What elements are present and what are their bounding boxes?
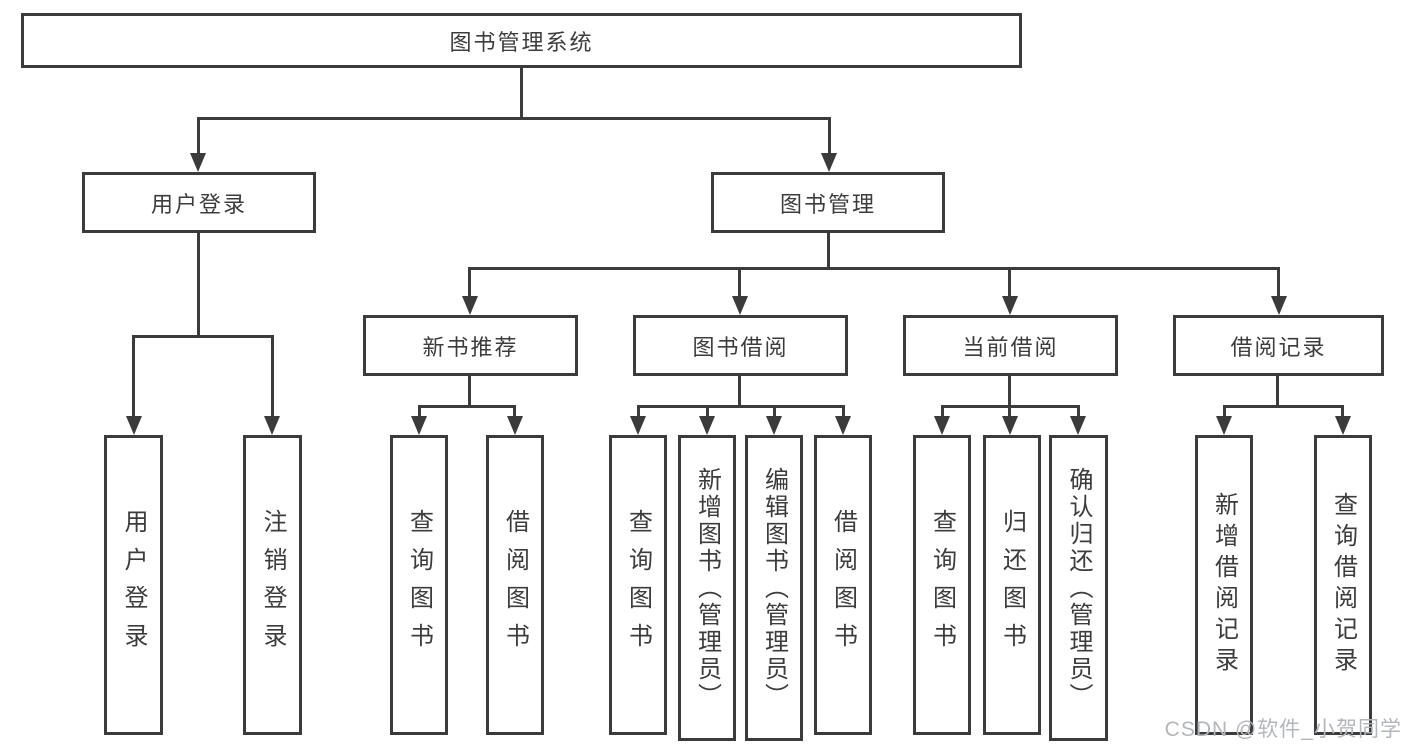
arrowhead — [1335, 416, 1351, 435]
line — [468, 267, 471, 296]
leaf-borrow-borrow: 借阅图书 — [814, 435, 872, 735]
node-book-management: 图书管理 — [711, 172, 945, 233]
leaf-newbook-borrow-label: 借阅图书 — [501, 509, 529, 661]
arrowhead — [411, 416, 427, 435]
leaf-user-login-label: 用户登录 — [120, 509, 147, 661]
line — [132, 335, 135, 417]
line — [520, 68, 523, 118]
node-root-library-system: 图书管理系统 — [21, 13, 1022, 68]
leaf-record-query-label: 查询借阅记录 — [1329, 492, 1357, 678]
line — [706, 405, 709, 416]
arrowhead — [630, 416, 646, 435]
leaf-current-confirm-admin: 确认归还（管理员） — [1049, 435, 1108, 741]
line — [738, 267, 741, 296]
line — [468, 376, 471, 407]
node-new-book-recommend-label: 新书推荐 — [422, 334, 519, 360]
leaf-current-return: 归还图书 — [983, 435, 1041, 735]
line — [842, 405, 845, 416]
node-current-borrow-label: 当前借阅 — [962, 334, 1059, 360]
line — [418, 405, 516, 408]
leaf-current-confirm-admin-label: 确认归还（管理员） — [1065, 466, 1092, 710]
line — [197, 117, 831, 120]
node-user-login: 用户登录 — [82, 172, 316, 233]
line — [827, 233, 830, 270]
node-book-borrow-label: 图书借阅 — [692, 334, 789, 360]
line — [1341, 405, 1344, 416]
node-current-borrow: 当前借阅 — [903, 315, 1118, 376]
arrowhead — [190, 153, 206, 172]
line — [1008, 267, 1011, 296]
line — [1008, 376, 1011, 407]
leaf-newbook-query: 查询图书 — [390, 435, 448, 735]
leaf-logout: 注销登录 — [243, 435, 302, 735]
leaf-borrow-add-admin: 新增图书（管理员） — [678, 435, 736, 741]
line — [1223, 405, 1226, 416]
arrowhead — [507, 416, 523, 435]
arrowhead — [1216, 416, 1232, 435]
arrowhead — [699, 416, 715, 435]
line — [637, 405, 844, 408]
line — [828, 117, 831, 154]
arrowhead — [821, 153, 837, 172]
leaf-borrow-edit-admin-label: 编辑图书（管理员） — [760, 466, 788, 710]
leaf-borrow-query-label: 查询图书 — [624, 509, 652, 661]
leaf-borrow-borrow-label: 借阅图书 — [829, 509, 857, 661]
node-borrow-records-label: 借阅记录 — [1230, 334, 1327, 360]
line — [197, 233, 200, 337]
line — [469, 267, 1280, 270]
leaf-newbook-query-label: 查询图书 — [405, 509, 433, 661]
line — [941, 405, 944, 416]
arrowhead — [1271, 296, 1287, 315]
arrowhead — [462, 296, 478, 315]
leaf-borrow-edit-admin: 编辑图书（管理员） — [745, 435, 803, 741]
arrowhead — [732, 296, 748, 315]
arrowhead — [1002, 296, 1018, 315]
leaf-user-login: 用户登录 — [104, 435, 163, 735]
line — [1276, 376, 1279, 407]
line — [513, 405, 516, 416]
line — [1277, 267, 1280, 296]
leaf-current-return-label: 归还图书 — [998, 509, 1026, 661]
leaf-current-query: 查询图书 — [913, 435, 971, 735]
leaf-logout-label: 注销登录 — [259, 509, 286, 661]
leaf-current-query-label: 查询图书 — [928, 509, 956, 661]
line — [418, 405, 421, 416]
arrowhead — [264, 416, 280, 435]
line — [1223, 405, 1344, 408]
leaf-record-add: 新增借阅记录 — [1195, 435, 1253, 735]
node-book-borrow: 图书借阅 — [633, 315, 848, 376]
node-new-book-recommend: 新书推荐 — [363, 315, 578, 376]
arrowhead — [766, 416, 782, 435]
line — [197, 117, 200, 154]
line — [271, 335, 274, 417]
leaf-borrow-query: 查询图书 — [609, 435, 667, 735]
node-book-management-label: 图书管理 — [779, 191, 876, 217]
arrowhead — [126, 416, 142, 435]
leaf-record-query: 查询借阅记录 — [1314, 435, 1372, 735]
line — [738, 376, 741, 407]
arrowhead — [1070, 416, 1086, 435]
leaf-newbook-borrow: 借阅图书 — [486, 435, 544, 735]
leaf-borrow-add-admin-label: 新增图书（管理员） — [693, 466, 721, 710]
line — [1008, 405, 1011, 416]
arrowhead — [835, 416, 851, 435]
node-root-label: 图书管理系统 — [449, 29, 594, 55]
line — [773, 405, 776, 416]
line — [637, 405, 640, 416]
csdn-watermark: CSDN @软件_小贺同学 — [1164, 718, 1402, 741]
line — [1077, 405, 1080, 416]
line — [132, 335, 274, 338]
arrowhead — [934, 416, 950, 435]
arrowhead — [1002, 416, 1018, 435]
node-borrow-records: 借阅记录 — [1173, 315, 1384, 376]
leaf-record-add-label: 新增借阅记录 — [1210, 492, 1238, 678]
node-user-login-label: 用户登录 — [150, 191, 247, 217]
